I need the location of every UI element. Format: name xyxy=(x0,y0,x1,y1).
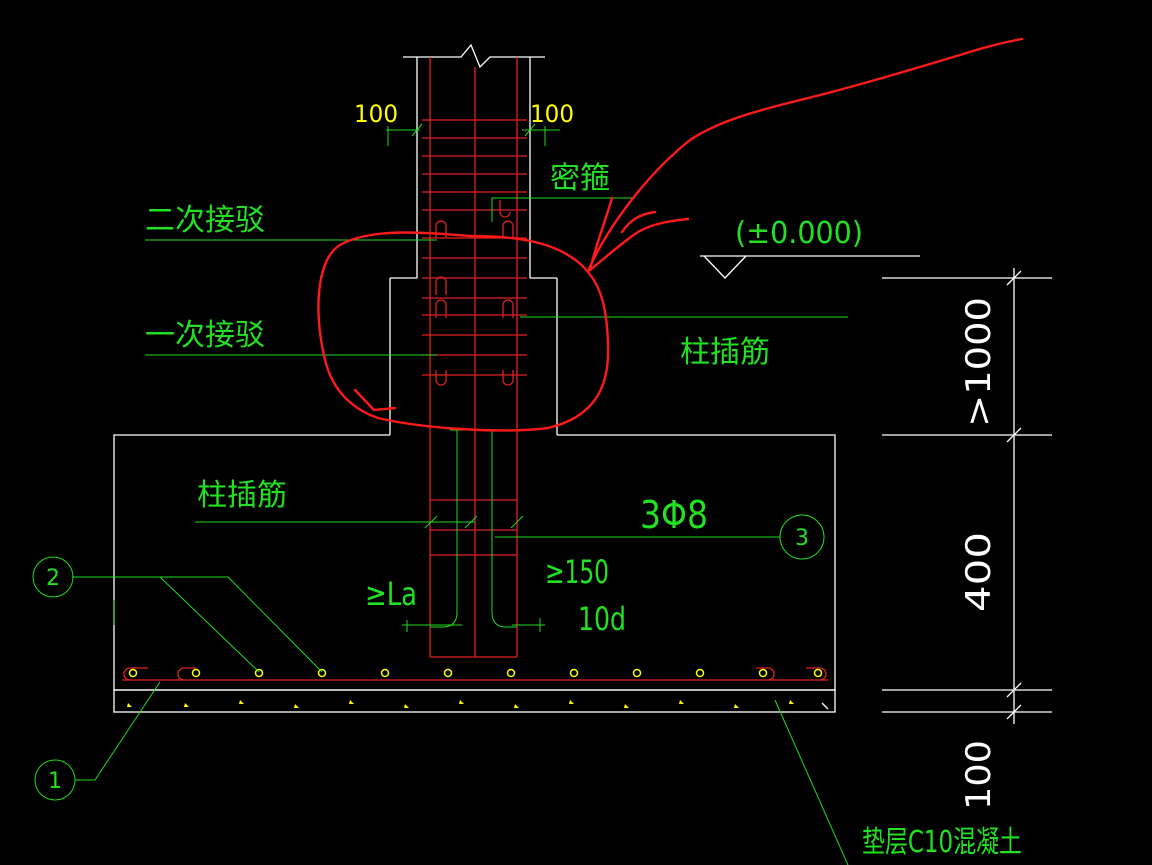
dim-label-400: 400 xyxy=(959,532,999,612)
callout-3: 3 xyxy=(779,514,825,560)
leader-lines xyxy=(72,197,849,865)
label-10d: 10d xyxy=(578,600,626,638)
label-primary-splice: 一次接驳 xyxy=(145,318,265,353)
bottom-rebar-dots xyxy=(128,668,823,678)
column-rebar xyxy=(422,57,527,658)
label-column-dowel-left: 柱插筋 xyxy=(197,478,287,513)
label-bedding: 垫层C10混凝土 xyxy=(862,825,1022,860)
label-column-dowel-right: 柱插筋 xyxy=(680,335,770,370)
label-stirrup-spec: 3Φ8 xyxy=(640,493,708,537)
label-dense-stirrup: 密箍 xyxy=(550,161,610,196)
bottom-mesh-rebar xyxy=(122,667,828,681)
elevation-symbol xyxy=(700,255,920,279)
callout-1: 1 xyxy=(34,759,76,801)
svg-text:3: 3 xyxy=(795,526,809,551)
lap-hooks xyxy=(435,200,514,386)
dimension-extension-lines xyxy=(882,268,1052,724)
dim-label-left-100: 100 xyxy=(354,100,398,128)
bedding-hatch xyxy=(127,700,829,710)
callout-2: 2 xyxy=(32,556,74,598)
label-min-la: ≥La xyxy=(365,575,417,613)
dim-label-min-1000: >1000 xyxy=(959,297,999,427)
footing-outline xyxy=(113,434,836,713)
svg-text:2: 2 xyxy=(46,566,60,591)
svg-text:1: 1 xyxy=(48,769,62,794)
label-secondary-splice: 二次接驳 xyxy=(145,203,265,238)
dim-label-right-100: 100 xyxy=(530,100,574,128)
dim-label-100: 100 xyxy=(959,740,999,810)
label-elevation: (±0.000) xyxy=(735,216,863,251)
dimension-ticks xyxy=(386,123,560,632)
label-min-150: ≥150 xyxy=(545,553,609,591)
red-hand-annotation xyxy=(317,37,1024,432)
column-outline xyxy=(389,43,558,435)
